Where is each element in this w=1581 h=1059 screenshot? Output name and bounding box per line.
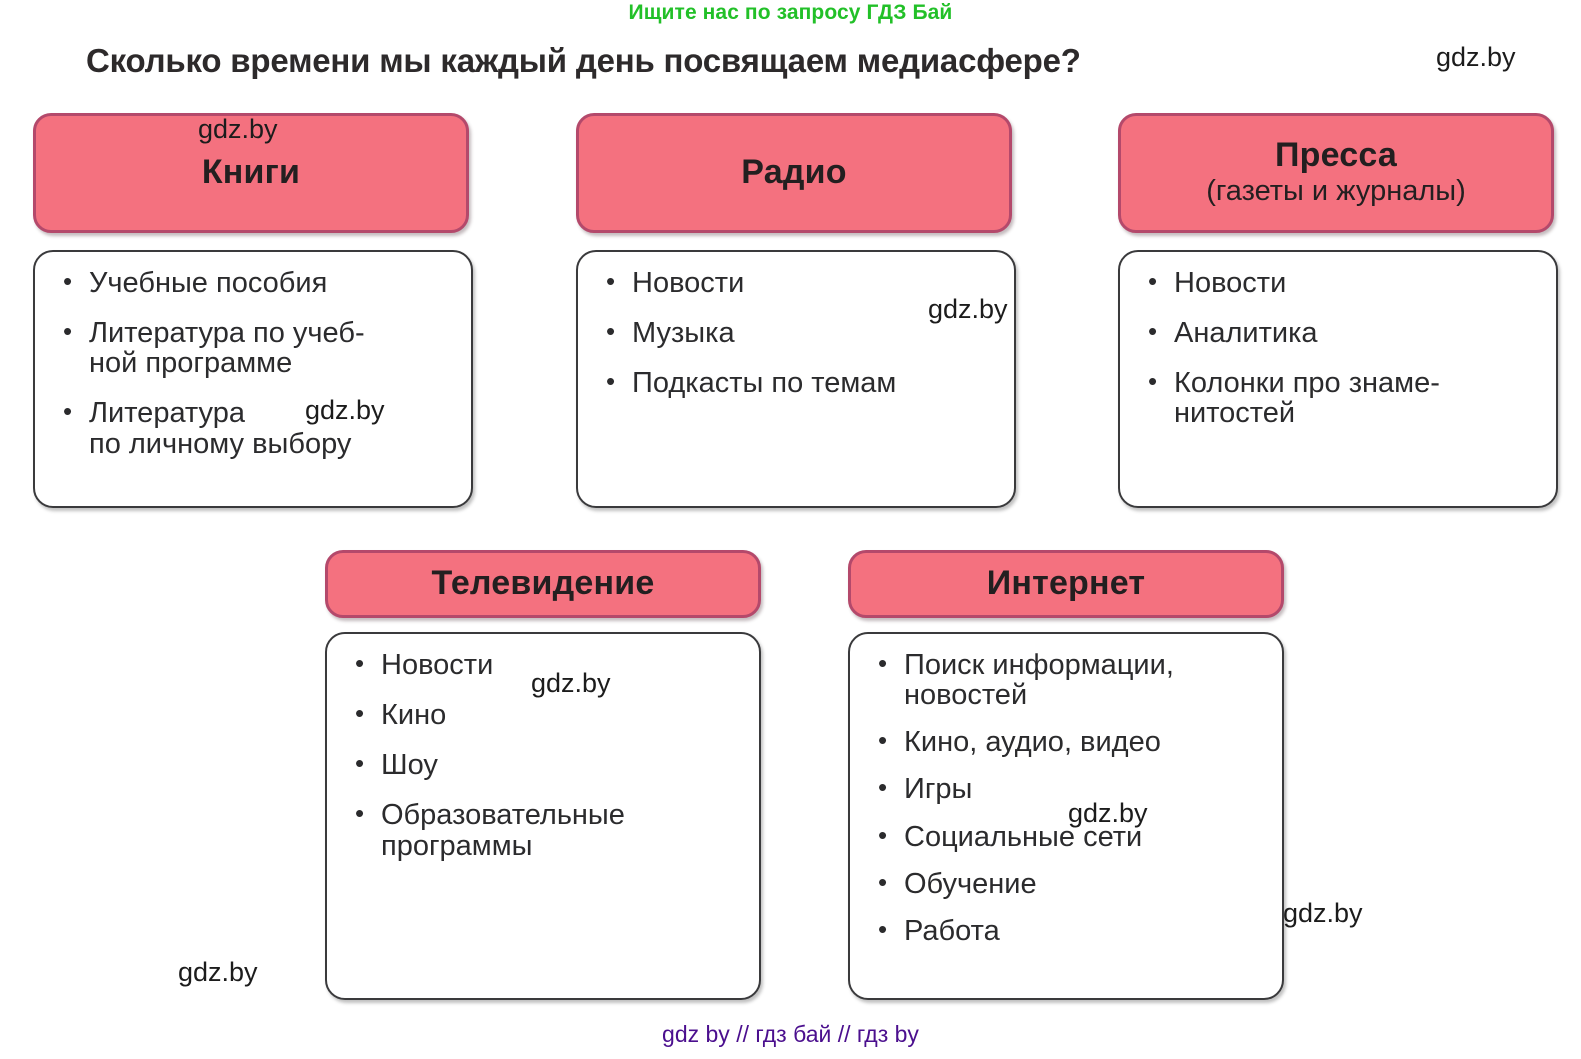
card-radio-header[interactable]: Радио	[576, 113, 1012, 233]
card-tv-header[interactable]: Телевидение	[325, 550, 761, 618]
list-item: Образовательные программы	[341, 799, 745, 860]
card-internet-header[interactable]: Интернет	[848, 550, 1284, 618]
watermark: gdz.by	[1283, 898, 1363, 928]
list-item: Кино, аудио, видео	[864, 726, 1268, 757]
list-item: Кино	[341, 699, 745, 730]
list-item: Литература по личному выбору	[49, 397, 457, 458]
list-item: Шоу	[341, 749, 745, 780]
list-item: Музыка	[592, 317, 1000, 348]
card-internet-title: Интернет	[986, 564, 1146, 603]
watermark: gdz.by	[1436, 42, 1516, 72]
card-tv-list: Новости Кино Шоу Образовательные програм…	[341, 649, 745, 861]
list-item: Новости	[592, 267, 1000, 298]
list-item: Учебные пособия	[49, 267, 457, 298]
list-item: Работа	[864, 915, 1268, 946]
list-item: Социальные сети	[864, 821, 1268, 852]
card-internet-body: Поиск информации, новостей Кино, аудио, …	[848, 632, 1284, 1000]
card-radio-list: Новости Музыка Подкасты по темам	[592, 267, 1000, 398]
list-item: Поиск информации, новостей	[864, 649, 1268, 710]
card-press-body: Новости Аналитика Колонки про знаме- нит…	[1118, 250, 1558, 508]
card-books-header[interactable]: Книги	[33, 113, 469, 233]
promo-banner: Ищите нас по запросу ГДЗ Бай	[628, 1, 953, 24]
card-tv-title: Телевидение	[431, 564, 655, 603]
card-radio-title: Радио	[741, 153, 847, 192]
list-item: Новости	[1134, 267, 1542, 298]
card-books-list: Учебные пособия Литература по учеб- ной …	[49, 267, 457, 459]
card-press-title: Пресса	[1274, 136, 1397, 175]
card-radio-body: Новости Музыка Подкасты по темам	[576, 250, 1016, 508]
card-books-body: Учебные пособия Литература по учеб- ной …	[33, 250, 473, 508]
page-title: Сколько времени мы каждый день посвящаем…	[86, 42, 1081, 79]
list-item: Литература по учеб- ной программе	[49, 317, 457, 378]
card-internet-list: Поиск информации, новостей Кино, аудио, …	[864, 649, 1268, 946]
watermark: gdz.by	[178, 957, 258, 987]
card-books-title: Книги	[201, 153, 301, 192]
card-tv-body: Новости Кино Шоу Образовательные програм…	[325, 632, 761, 1000]
card-press-subtitle: (газеты и журналы)	[1206, 174, 1466, 207]
list-item: Обучение	[864, 868, 1268, 899]
list-item: Аналитика	[1134, 317, 1542, 348]
card-press-list: Новости Аналитика Колонки про знаме- нит…	[1134, 267, 1542, 429]
card-press-header[interactable]: Пресса (газеты и журналы)	[1118, 113, 1554, 233]
list-item: Новости	[341, 649, 745, 680]
list-item: Подкасты по темам	[592, 367, 1000, 398]
footer-text: gdz by // гдз бай // гдз by	[662, 1021, 919, 1047]
list-item: Колонки про знаме- нитостей	[1134, 367, 1542, 428]
list-item: Игры	[864, 773, 1268, 804]
